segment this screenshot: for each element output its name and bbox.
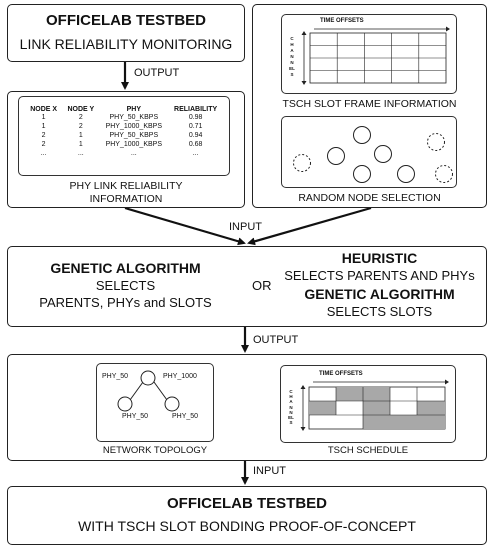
header-node-y: NODE Y — [67, 106, 95, 113]
cell: 2 — [41, 132, 46, 139]
bottom-subtitle: WITH TSCH SLOT BONDING PROOF-OF-CONCEPT — [78, 518, 416, 534]
node-circle — [327, 147, 345, 165]
node-circle — [374, 145, 392, 163]
cell: 1 — [41, 123, 46, 130]
cell: PHY_1000_KBPS — [105, 141, 163, 148]
dashed-node-circle — [435, 165, 453, 183]
link-monitoring-label: LINK RELIABILITY MONITORING — [19, 36, 233, 52]
schedule-time-offsets-label: TIME OFFSETS — [319, 371, 363, 377]
ga-parents-phys-slots: PARENTS, PHYs and SLOTS — [39, 295, 212, 310]
dashed-node-circle — [293, 154, 311, 172]
dashed-node-circle — [427, 133, 445, 151]
cell: 1 — [78, 141, 83, 148]
tsch-schedule-grid — [300, 379, 449, 431]
schedule-slot-filled — [309, 401, 336, 415]
output-box: PHY_50 PHY_1000 PHY_50 PHY_50 NETWORK TO… — [7, 354, 487, 461]
node-circle — [397, 165, 415, 183]
cell: 0.68 — [188, 141, 203, 148]
random-nodes-caption: RANDOM NODE SELECTION — [298, 192, 441, 204]
cell: 0.94 — [188, 132, 203, 139]
output-label-2: OUTPUT — [253, 334, 299, 346]
table-row: 2 1 PHY_50_KBPS 0.94 — [25, 131, 223, 140]
slot-frame-grid — [301, 26, 450, 85]
tsch-schedule-panel: TIME OFFSETS CHANNELS — [280, 365, 456, 443]
cell: PHY_50_KBPS — [109, 132, 159, 139]
cell: 1 — [41, 114, 46, 121]
schedule-channels-label: CHANNELS — [288, 389, 294, 426]
time-offsets-label: TIME OFFSETS — [320, 18, 364, 24]
ga-selects-slots: SELECTS SLOTS — [326, 304, 433, 319]
table-row: 1 2 PHY_1000_KBPS 0.71 — [25, 122, 223, 131]
table-row: 2 1 PHY_1000_KBPS 0.68 — [25, 140, 223, 149]
node-circle — [353, 165, 371, 183]
cell: 2 — [78, 123, 83, 130]
phy-caption-line1: PHY LINK RELIABILITY — [69, 180, 183, 192]
cell: ... — [77, 150, 84, 157]
cell: PHY_1000_KBPS — [105, 123, 163, 130]
random-nodes-graph — [293, 126, 453, 183]
cell: 0.98 — [188, 114, 203, 121]
bottom-testbed-title: OFFICELAB TESTBED — [167, 495, 327, 512]
topology-label-phy50-mid: PHY_50 — [122, 413, 149, 420]
node-circle — [353, 126, 371, 144]
table-row: ... ... ... ... — [25, 149, 223, 158]
slot-frame-and-nodes-box: TIME OFFSETS CHANNELS TSCH SLOT FRAME IN… — [252, 4, 487, 208]
slot-frame-caption: TSCH SLOT FRAME INFORMATION — [282, 98, 457, 110]
phy-reliability-table: NODE X NODE Y PHY RELIABILITY 1 2 PHY_50… — [25, 106, 223, 158]
proof-of-concept-box: OFFICELAB TESTBED WITH TSCH SLOT BONDING… — [7, 486, 487, 545]
cell: 2 — [78, 114, 83, 121]
header-node-x: NODE X — [30, 106, 58, 113]
cell: ... — [130, 150, 137, 157]
phy-caption-line2: INFORMATION — [89, 193, 163, 205]
topology-node — [164, 396, 180, 412]
topology-node — [117, 396, 133, 412]
header-reliability: RELIABILITY — [174, 106, 218, 113]
tsch-schedule-caption: TSCH SCHEDULE — [327, 445, 409, 456]
ga-title-left: GENETIC ALGORITHM — [50, 260, 201, 276]
slot-frame-panel: TIME OFFSETS CHANNELS — [281, 14, 457, 94]
cell: 2 — [41, 141, 46, 148]
phy-table-panel: NODE X NODE Y PHY RELIABILITY 1 2 PHY_50… — [18, 96, 230, 176]
testbed-monitoring-box: OFFICELAB TESTBED LINK RELIABILITY MONIT… — [7, 4, 245, 62]
cell: PHY_50_KBPS — [109, 114, 159, 121]
schedule-slot-filled — [363, 401, 390, 415]
table-row: 1 2 PHY_50_KBPS 0.98 — [25, 113, 223, 122]
cell: 1 — [78, 132, 83, 139]
ga-title-right: GENETIC ALGORITHM — [304, 286, 455, 302]
input-label-1: INPUT — [229, 221, 262, 233]
random-nodes-panel — [281, 116, 457, 188]
cell: 0.71 — [188, 123, 203, 130]
input-label-2: INPUT — [253, 465, 286, 477]
cell: ... — [40, 150, 47, 157]
network-topology-caption: NETWORK TOPOLOGY — [102, 445, 208, 456]
header-phy: PHY — [126, 106, 141, 113]
topology-label-phy1000: PHY_1000 — [163, 373, 197, 380]
topology-label-phy50-top: PHY_50 — [102, 373, 129, 380]
network-topology-graph — [117, 370, 180, 412]
table-header-row: NODE X NODE Y PHY RELIABILITY — [25, 106, 223, 113]
heuristic-title: HEURISTIC — [341, 250, 418, 266]
network-topology-panel: PHY_50 PHY_1000 PHY_50 PHY_50 — [96, 363, 214, 442]
testbed-title: OFFICELAB TESTBED — [46, 12, 206, 29]
channels-label: CHANNELS — [289, 36, 295, 77]
phy-reliability-box: NODE X NODE Y PHY RELIABILITY 1 2 PHY_50… — [7, 91, 245, 208]
or-label: OR — [252, 278, 272, 293]
cell: ... — [192, 150, 199, 157]
topology-node — [140, 370, 156, 386]
schedule-slot-filled — [363, 415, 445, 429]
ga-selects-label: SELECTS — [95, 278, 156, 293]
algorithm-box: GENETIC ALGORITHM SELECTS PARENTS, PHYs … — [7, 246, 487, 327]
heuristic-selects: SELECTS PARENTS AND PHYs — [284, 268, 475, 283]
topology-label-phy50-right: PHY_50 — [172, 413, 199, 420]
schedule-slot-filled — [417, 401, 445, 415]
output-label-1: OUTPUT — [134, 67, 180, 79]
